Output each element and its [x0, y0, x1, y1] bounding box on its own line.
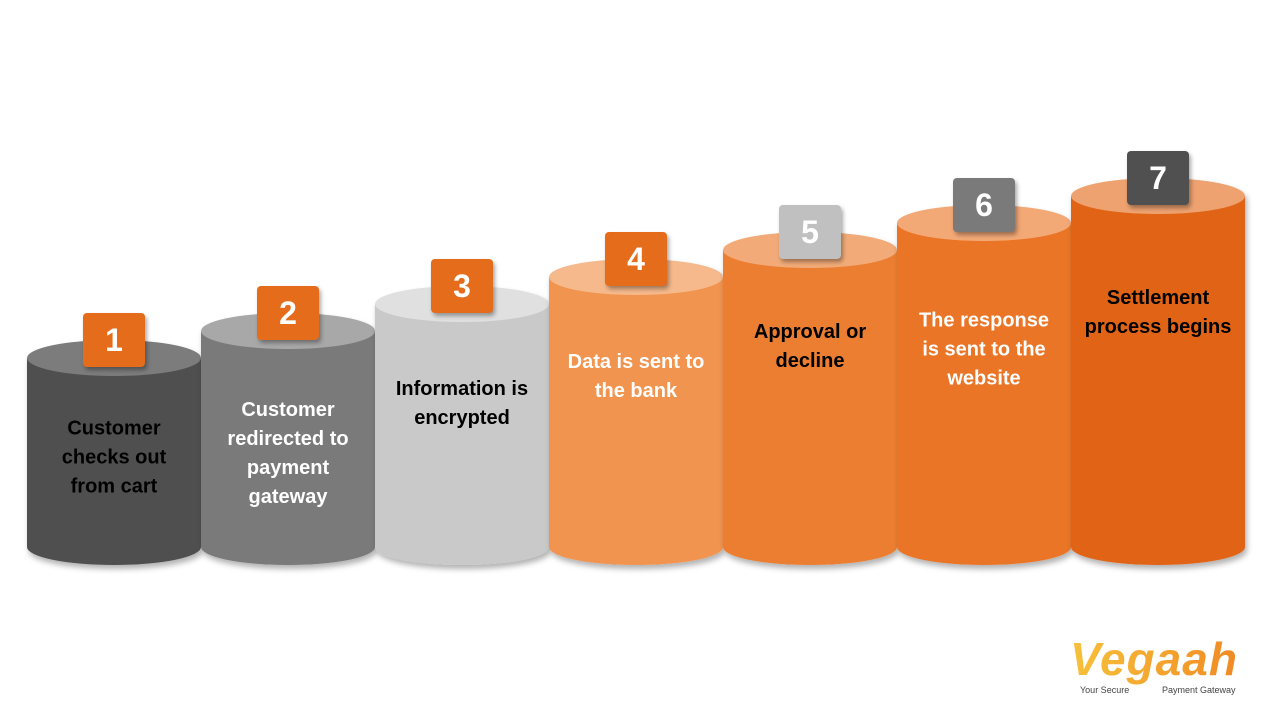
- step-label: Customer redirected to payment gateway: [227, 399, 349, 508]
- step-number-badge: 1: [83, 313, 145, 367]
- cylinder-body: [897, 223, 1071, 565]
- logo-wordmark: Vegaah: [1070, 633, 1238, 685]
- step-number-badge: 6: [953, 178, 1015, 232]
- step-number-badge: 4: [605, 232, 667, 286]
- cylinder-body: [201, 331, 375, 565]
- cylinder-body: [723, 250, 897, 565]
- cylinder-body: [375, 304, 549, 565]
- cylinder-step-4: [549, 259, 723, 565]
- cylinder-step-5: [723, 232, 897, 565]
- cylinder-body: [27, 358, 201, 565]
- step-label: Data is sent to the bank: [567, 351, 705, 402]
- logo-tagline-left: Your Secure: [1080, 685, 1130, 695]
- cylinder-body: [1071, 196, 1245, 565]
- cylinder-body: [549, 277, 723, 565]
- cylinder-step-7: [1071, 178, 1245, 565]
- step-label: Settlement process begins: [1084, 287, 1232, 338]
- step-number-badge: 5: [779, 205, 841, 259]
- logo-tagline-right: Payment Gateway: [1162, 685, 1236, 695]
- step-label: The response is sent to the website: [918, 309, 1050, 390]
- step-number-badge: 7: [1127, 151, 1189, 205]
- cylinder-step-6: [897, 205, 1071, 565]
- vegaah-logo: Vegaah Your Secure Payment Gateway: [1070, 632, 1255, 702]
- step-label: Information is encrypted: [395, 378, 529, 429]
- step-label: Customer checks out from cart: [61, 417, 167, 498]
- step-label: Approval or decline: [753, 321, 867, 372]
- step-number-badge: 3: [431, 259, 493, 313]
- step-number-badge: 2: [257, 286, 319, 340]
